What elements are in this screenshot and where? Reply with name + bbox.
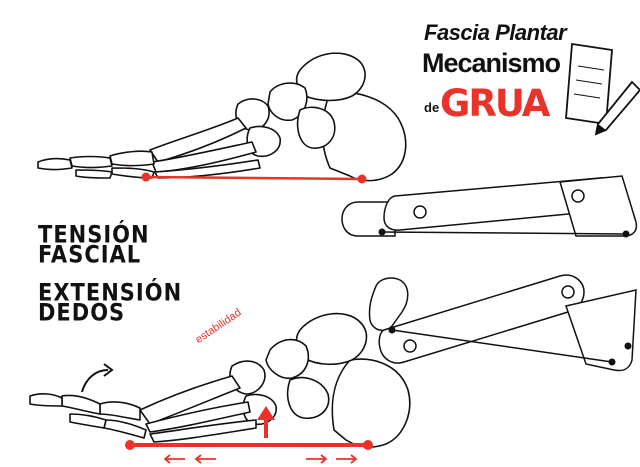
left-arrows-icon bbox=[165, 455, 216, 463]
tension-label: TENSIÓN FASCIAL bbox=[38, 224, 150, 264]
right-arrows-icon bbox=[306, 455, 356, 463]
upper-fascia-heel-point bbox=[142, 173, 151, 182]
title-line-3-prefix: de bbox=[424, 100, 439, 115]
extension-label: EXTENSIÓN DEDOS bbox=[38, 282, 182, 322]
extension-label-line-2: DEDOS bbox=[38, 302, 182, 325]
title-line-1: Fascia Plantar bbox=[424, 20, 566, 46]
lower-fascia-toe-point bbox=[125, 440, 135, 450]
title-line-2: Mecanismo bbox=[422, 48, 560, 79]
upper-foot-skeleton bbox=[38, 53, 406, 180]
flat-cable-anchor-right bbox=[623, 231, 630, 238]
engaged-cable-anchor-right bbox=[609, 359, 616, 366]
curved-arrow-icon bbox=[82, 364, 112, 392]
windlass-mechanism-engaged bbox=[369, 275, 636, 370]
engaged-cable-anchor-top bbox=[625, 343, 632, 350]
flat-cable-anchor-left bbox=[379, 229, 386, 236]
upper-fascia-toe-point bbox=[358, 175, 367, 184]
tension-label-line-2: FASCIAL bbox=[38, 244, 150, 267]
title-block: Fascia Plantar Mecanismo de GRUA bbox=[412, 18, 617, 138]
windlass-mechanism-flat bbox=[342, 176, 636, 236]
lower-fascia-heel-point bbox=[363, 440, 373, 450]
title-line-3-main: GRUA bbox=[440, 82, 548, 125]
upper-plantar-fascia bbox=[146, 177, 362, 179]
engaged-cable-anchor-left bbox=[389, 327, 396, 334]
